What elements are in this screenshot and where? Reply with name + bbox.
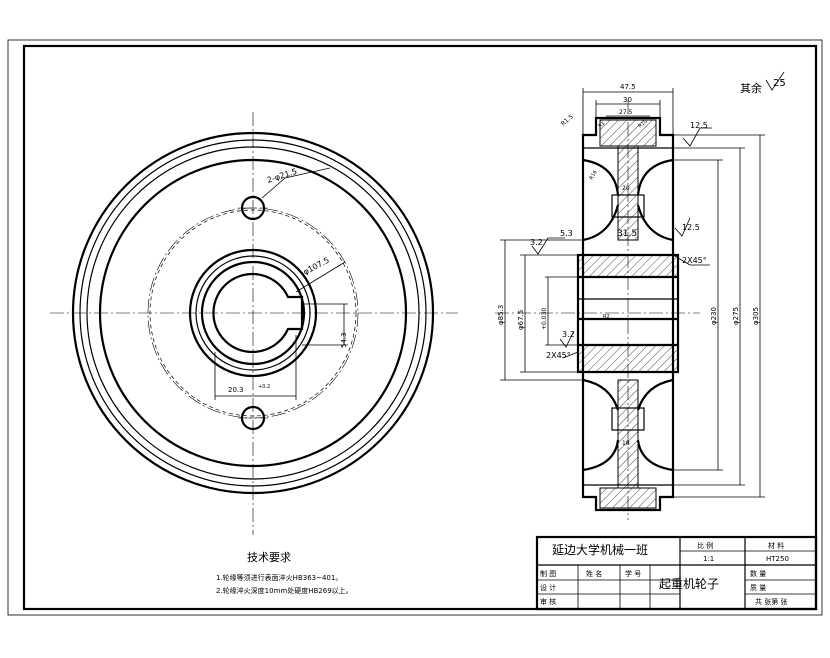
dia-rim-in-label: φ230 <box>710 307 718 325</box>
school-name: 延边大学机械一班 <box>552 542 648 557</box>
rough-3-2-c: 5.3 <box>560 229 573 238</box>
count-label: 数 量 <box>750 569 766 578</box>
title-block: 延边大学机械一班 比 例 材 料 1:1 HT250 起重机轮子 制 图 设 计… <box>535 535 818 611</box>
part-name: 起重机轮子 <box>659 577 719 591</box>
flange-inner-label: 27.5 <box>619 109 633 116</box>
dia-hub-label: φ85.3 <box>497 305 505 325</box>
id-header: 学 号 <box>625 569 641 578</box>
dia-tread-label: φ275 <box>732 307 740 325</box>
chamfer-b-label: 2X45° <box>546 351 571 360</box>
section-view: φ305 φ275 φ230 φ85.3 φ67.5 +0.030 47.5 3… <box>495 83 765 520</box>
roughness-note-label: 其余 <box>740 81 762 95</box>
tech-requirements: 技术要求 1.轮缘等须进行表面淬火HB363~401。 2.轮缘淬火深度10mm… <box>216 551 353 595</box>
dia-bore-label: φ67.5 <box>517 310 525 330</box>
roughness-note-value: 25 <box>773 78 786 89</box>
keyway-depth-label: 54.3 <box>340 332 348 348</box>
row-label-review: 审 核 <box>540 597 556 606</box>
roughness-note: 其余 25 <box>740 71 786 95</box>
dia-bore-tol-label: +0.030 <box>541 308 548 330</box>
sheet-label: 共 张第 张 <box>755 597 787 606</box>
outer-border <box>7 39 823 616</box>
flange-width-label: 30 <box>623 96 632 104</box>
r1-label: R1.5 <box>560 113 575 127</box>
keyway-width-label: 20.3 <box>228 386 244 394</box>
hole-dia-label: 2-φ21.5 <box>266 167 298 185</box>
top-width-label: 47.5 <box>620 83 636 91</box>
tech-heading: 技术要求 <box>247 551 291 564</box>
web-hole-label: 18 <box>622 440 630 447</box>
rough-3-2-b: 3.2 <box>562 330 575 339</box>
material-value: HT250 <box>766 555 789 563</box>
inner-border <box>22 44 818 611</box>
hub-width-label: 31.5 <box>617 229 637 239</box>
tech-item-1: 1.轮缘等须进行表面淬火HB363~401。 <box>216 573 342 582</box>
keyway-tol-label: +0.2 <box>258 384 270 390</box>
ratio-value: 1:1 <box>703 555 714 563</box>
tech-item-2: 2.轮缘淬火深度10mm处硬度HB269以上。 <box>216 586 353 595</box>
dia-outer-label: φ305 <box>752 307 760 325</box>
row-label-draw: 制 图 <box>540 569 556 578</box>
chamfer-a-label: 2X45° <box>682 256 707 265</box>
mass-label: 质 量 <box>750 583 766 592</box>
ratio-header: 比 例 <box>697 541 713 550</box>
name-header: 姓 名 <box>586 569 602 578</box>
r10-label: R10 <box>637 119 648 130</box>
r-hub-label: R2 <box>603 314 610 320</box>
web-width-label: 20 <box>622 185 630 192</box>
r-small-label: R3 <box>597 121 606 130</box>
r-fillet-label: R16 <box>589 169 599 181</box>
material-header: 材 料 <box>768 541 784 550</box>
rough-12-5-b: 12.5 <box>682 223 700 232</box>
row-label-design: 设 计 <box>540 583 556 592</box>
rough-12-5-a: 12.5 <box>690 121 708 130</box>
rough-3-2-a: 3.2 <box>530 238 543 247</box>
front-view: 2-φ21.5 φ107.5 54.3 20.3 +0.2 <box>50 112 458 535</box>
